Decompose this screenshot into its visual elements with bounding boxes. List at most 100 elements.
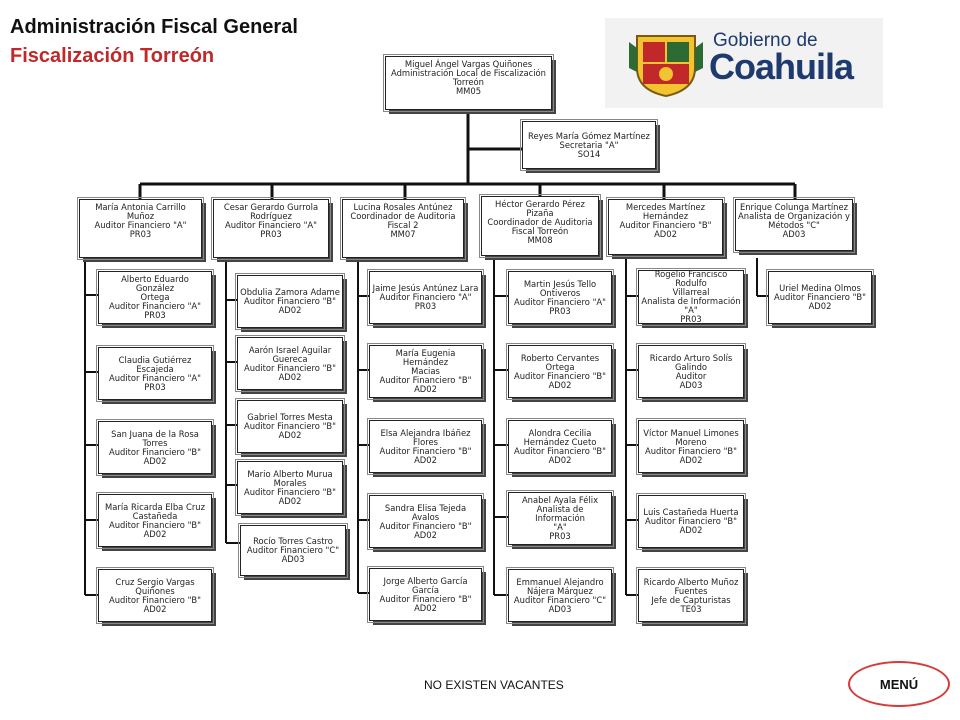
member-line: María Ricarda Elba Cruz: [105, 501, 205, 512]
org-box-col1-member-4: María Ricarda Elba Cruz Castañeda Audito…: [96, 492, 214, 549]
member-line: Auditor Financiero "A": [108, 372, 202, 383]
member-line: Villarreal: [672, 287, 710, 297]
member-line: Mario Alberto Murua: [247, 468, 333, 479]
member-line: Martin Jesús Tello: [523, 278, 597, 289]
col2-head-line: Rodríguez: [250, 211, 292, 221]
org-box-col4-member-1: Martin Jesús Tello Ontiveros Auditor Fin…: [506, 269, 614, 326]
government-logo: Gobierno de Coahuila: [605, 18, 883, 108]
col2-head-line: Auditor Financiero "A": [224, 220, 318, 230]
member-line: Elsa Alejandra Ibáñez: [380, 427, 471, 438]
member-line: Auditor Financiero "B": [243, 296, 337, 306]
member-line: Auditor Financiero "C": [246, 545, 340, 555]
member-line: Alberto Eduardo González: [121, 274, 189, 293]
member-line: Auditor Financiero "B": [513, 370, 607, 381]
member-line: AD03: [548, 603, 572, 614]
org-box-col4-member-5: Emmanuel Alejandro Nájera Márquez Audito…: [506, 567, 614, 624]
secretary-name: Reyes María Gómez Martínez: [528, 130, 650, 141]
org-box-col2-member-4: Mario Alberto Murua Morales Auditor Fina…: [235, 459, 345, 516]
member-line: Auditor Financiero "C": [513, 594, 607, 605]
member-line: AD02: [278, 430, 302, 440]
member-line: PR03: [414, 301, 437, 311]
member-line: AD02: [414, 454, 437, 465]
secretary-code: SO14: [577, 148, 601, 159]
col6-head-line: Analista de Organización y: [738, 211, 850, 221]
member-line: Ricardo Arturo Solís: [649, 352, 733, 363]
head-location: Torreón: [453, 77, 484, 87]
member-line: Jefe de Capturistas: [651, 594, 731, 605]
member-line: Roberto Cervantes: [520, 352, 600, 363]
member-line: Auditor: [675, 370, 707, 381]
page-subtitle: Fiscalización Torreón: [10, 45, 215, 67]
org-box-col3-member-1: Jaime Jesús Antúnez Lara Auditor Financi…: [367, 269, 484, 326]
member-line: AD02: [548, 379, 572, 390]
member-line: Anabel Ayala Félix: [521, 495, 599, 505]
col4-head-line: Pizaña: [526, 208, 554, 218]
col3-head-line: MM07: [390, 229, 416, 239]
org-box-col2-member-5: Rocío Torres Castro Auditor Financiero "…: [238, 523, 348, 578]
member-line: Auditor Financiero "B": [243, 362, 337, 373]
member-line: Morales: [273, 477, 307, 488]
member-line: Auditor Financiero "B": [379, 375, 472, 385]
member-line: Ortega: [545, 361, 575, 372]
org-box-head: Miguel Ángel Vargas Quiñones Administrac…: [383, 54, 554, 112]
org-box-col5-member-5: Ricardo Alberto Muñoz Fuentes Jefe de Ca…: [636, 567, 746, 624]
member-line: AD02: [414, 602, 437, 613]
member-line: Auditor Financiero "B": [644, 516, 738, 526]
head-position: Administración Local de Fiscalización: [391, 68, 546, 78]
member-line: Gabriel Torres Mesta: [247, 412, 333, 422]
member-line: Auditor Financiero "B": [108, 519, 202, 530]
org-box-col4-head: Héctor Gerardo Pérez Pizaña Coordinador …: [479, 194, 601, 258]
member-line: Auditor Financiero "A": [108, 301, 202, 311]
col3-head-line: Coordinador de Auditoria: [350, 211, 456, 221]
member-line: Auditor Financiero "B": [644, 445, 738, 456]
head-code: MM05: [455, 86, 482, 96]
org-box-col4-member-4: Anabel Ayala Félix Analista de Informaci…: [506, 490, 614, 547]
member-line: PR03: [680, 314, 702, 324]
member-line: Auditor Financiero "A": [379, 292, 472, 302]
member-line: Analista de Información: [641, 296, 741, 306]
member-line: Auditor Financiero "B": [243, 486, 337, 497]
org-box-col2-member-3: Gabriel Torres Mesta Auditor Financiero …: [235, 398, 345, 455]
secretary-position: Secretaria "A": [559, 139, 619, 150]
page-title: Administración Fiscal General: [10, 16, 298, 38]
org-box-col1-member-2: Claudia Gutiérrez Escajeda Auditor Finan…: [96, 345, 214, 402]
member-line: Hernández Cueto: [523, 436, 597, 447]
org-box-col6-member-1: Uriel Medina Olmos Auditor Financiero "B…: [766, 269, 874, 326]
member-line: Luis Castañeda Huerta: [643, 507, 739, 517]
member-line: Flores: [412, 436, 439, 447]
member-line: AD03: [281, 554, 305, 564]
vacancies-note: NO EXISTEN VACANTES: [424, 678, 564, 692]
member-line: Castañeda: [132, 510, 178, 521]
col3-head-line: Lucina Rosales Antúnez: [353, 202, 453, 212]
col5-head-line: AD02: [654, 229, 677, 239]
member-line: PR03: [549, 305, 571, 316]
org-box-col1-member-3: San Juana de la Rosa Torres Auditor Fina…: [96, 419, 214, 476]
member-line: "A": [553, 522, 567, 532]
menu-button[interactable]: MENÚ: [848, 661, 950, 707]
col2-head-line: PR03: [260, 229, 282, 239]
col1-head-line: Muñoz: [126, 211, 155, 221]
org-box-col3-member-4: Sandra Elisa Tejeda Avalos Auditor Finan…: [367, 493, 484, 550]
member-line: Auditor Financiero "B": [379, 520, 472, 531]
member-line: María Eugenia Hernández: [395, 348, 456, 367]
member-line: Rogelio Francisco Rodulfo: [654, 269, 728, 288]
org-box-col5-member-4: Luis Castañeda Huerta Auditor Financiero…: [636, 493, 746, 550]
org-box-col6-head: Enrique Colunga Martínez Analista de Org…: [733, 197, 855, 253]
member-line: "A": [684, 305, 698, 315]
member-line: Fuentes: [674, 585, 708, 596]
col2-head-line: Cesar Gerardo Gurrola: [223, 202, 319, 212]
org-box-col4-member-3: Alondra Cecilia Hernández Cueto Auditor …: [506, 418, 614, 475]
org-box-col5-member-3: Víctor Manuel Limones Moreno Auditor Fin…: [636, 418, 746, 475]
coat-of-arms-icon: [629, 35, 703, 98]
col6-head-line: Enrique Colunga Martínez: [739, 202, 849, 212]
org-box-col3-member-3: Elsa Alejandra Ibáñez Flores Auditor Fin…: [367, 418, 484, 475]
member-line: Guereca: [272, 353, 308, 364]
member-line: Macias: [411, 366, 440, 376]
member-line: Ortega: [140, 292, 170, 302]
org-box-col2-member-2: Aarón Israel Aguilar Guereca Auditor Fin…: [235, 335, 345, 392]
member-line: Jorge Alberto García García: [383, 575, 468, 595]
member-line: Víctor Manuel Limones: [643, 427, 739, 438]
member-line: Ricardo Alberto Muñoz: [643, 576, 739, 587]
member-line: Claudia Gutiérrez Escajeda: [118, 354, 192, 374]
